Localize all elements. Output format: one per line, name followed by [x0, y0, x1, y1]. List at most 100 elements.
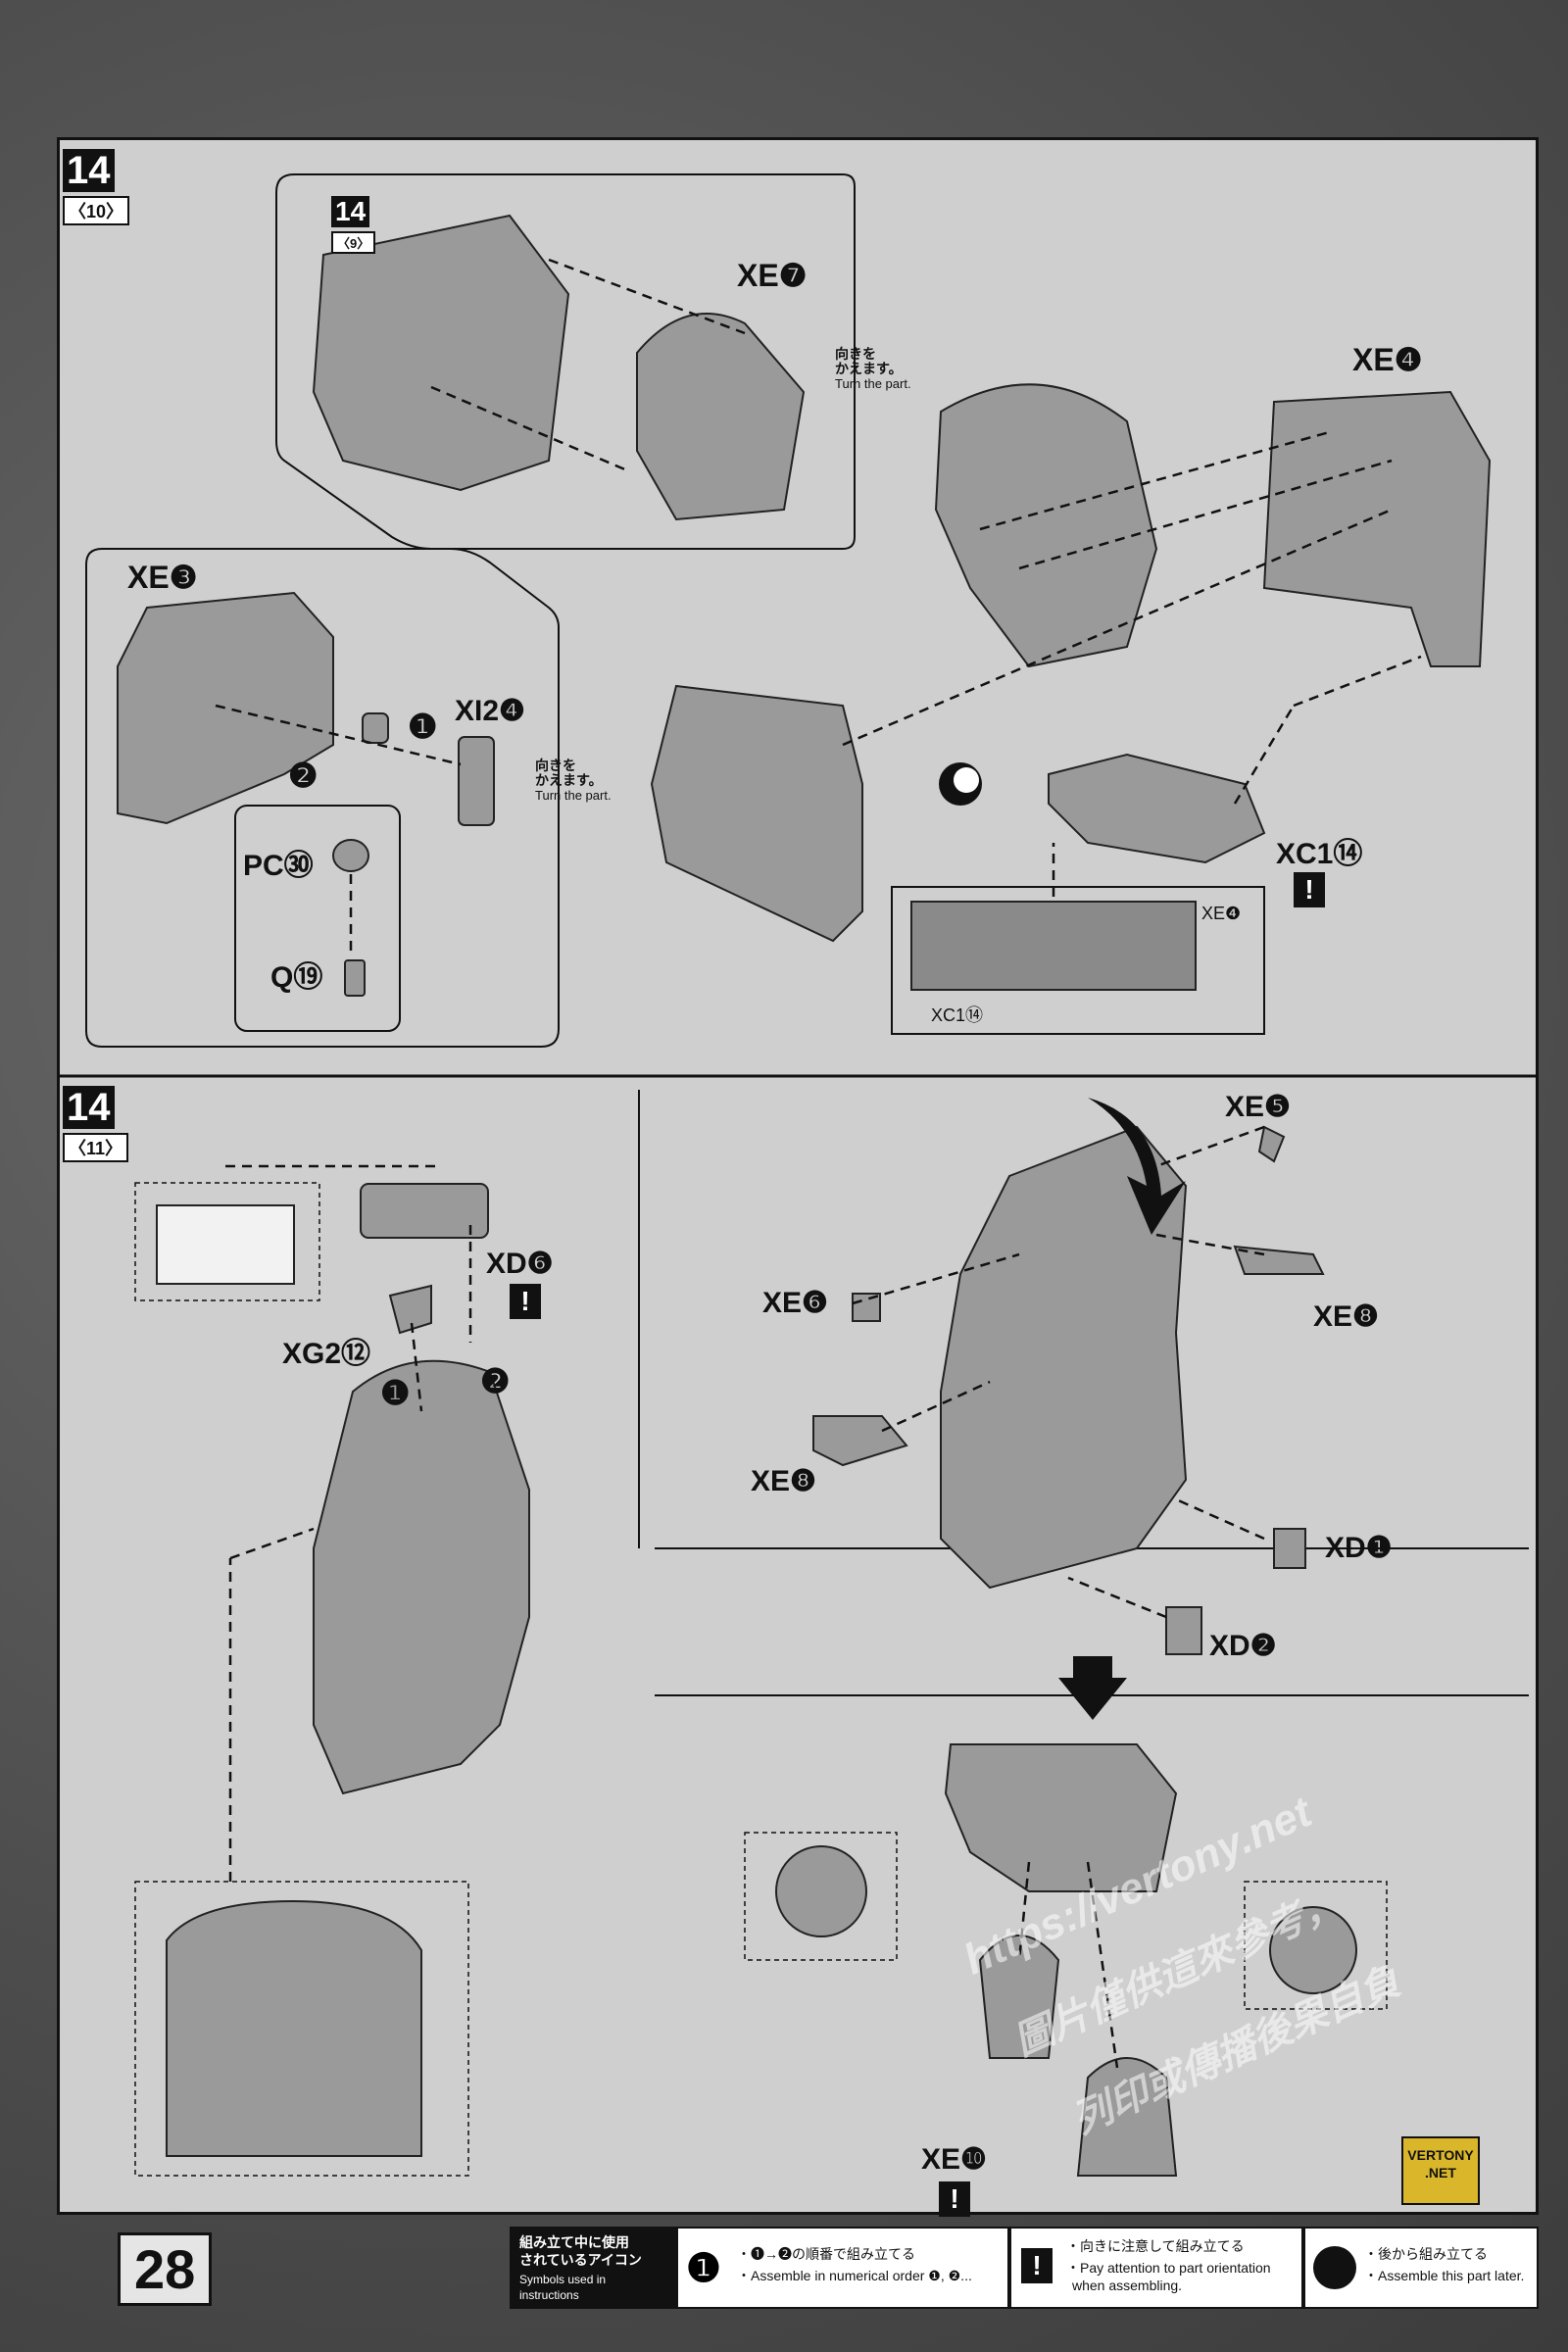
legend-order-jp: ・❶→❷の順番で組み立てる — [737, 2246, 915, 2262]
xd6-part-shape — [360, 1183, 489, 1239]
badge-line-2: .NET — [1425, 2165, 1456, 2180]
part-label-xe4-small: XE❹ — [1201, 904, 1242, 923]
xe5-part-shape — [1257, 1125, 1286, 1163]
rotate-arrow — [1088, 1098, 1186, 1235]
turn-part-jp-2b: かえます。 — [535, 772, 603, 788]
legend-later-icon — [1313, 2246, 1356, 2289]
legend-later-en: ・Assemble this part later. — [1364, 2268, 1525, 2283]
xe8-right-part-shape — [1233, 1245, 1325, 1275]
xi2-joint-shape — [362, 712, 389, 744]
part-label-xe3: XE❸ — [127, 560, 198, 595]
turn-part-en-b: Turn the part. — [535, 788, 612, 803]
legend-attention-jp: ・向きに注意して組み立てる — [1066, 2238, 1245, 2254]
pc30-part-shape — [332, 839, 369, 872]
turn-part-note-1: 向きを かえます。 Turn the part. — [835, 346, 911, 392]
xc1-part-shape — [1048, 753, 1266, 864]
order-mark-2-bottom: ❷ — [480, 1363, 511, 1400]
legend-attention-en-2: when assembling. — [1072, 2278, 1183, 2293]
part-label-q19: Q⑲ — [270, 961, 323, 994]
order-mark-1-top: ❶ — [408, 709, 438, 746]
xd6-detail-shape — [156, 1204, 295, 1285]
thruster-detail-left — [775, 1845, 867, 1937]
q19-part-shape — [344, 959, 366, 997]
legend-attention-icon: ! — [1021, 2248, 1053, 2283]
xe7-part-shape — [636, 313, 806, 521]
page-number: 28 — [118, 2232, 213, 2306]
order-mark-2-top: ❷ — [288, 758, 318, 795]
inset-box-pc-q — [234, 805, 401, 1032]
inset-box-back-view — [134, 1881, 469, 2177]
part-label-xe5: XE❺ — [1225, 1091, 1291, 1123]
head-assembly-shape — [934, 383, 1158, 668]
xe8-left-part-shape — [812, 1415, 908, 1467]
part-label-xc1-small: XC1⑭ — [931, 1005, 984, 1025]
lower-body-shape — [944, 1743, 1178, 1892]
inset-box-thruster-right — [1244, 1881, 1388, 2010]
xc1-detail-shape — [910, 901, 1197, 991]
legend-later-jp: ・後から組み立てる — [1364, 2246, 1488, 2262]
legend-order-en: ・Assemble in numerical order ❶, ❷... — [737, 2268, 972, 2283]
part-label-xe6: XE❻ — [762, 1287, 828, 1319]
inset-box-step-9 — [275, 173, 856, 550]
frame-assembly-shape — [312, 214, 570, 492]
back-view-shape — [166, 1899, 422, 2157]
step-number-bottom: 14 — [63, 1086, 115, 1129]
legend-title-en: Symbols used in instructions — [519, 2273, 607, 2302]
inset-box-xd6-detail — [134, 1182, 320, 1301]
xe10-thruster-2-shape — [1076, 2057, 1178, 2177]
torso-assembly-shape — [313, 1359, 530, 1795]
part-label-pc30: PC㉚ — [243, 850, 314, 882]
attention-icon-xd6: ! — [510, 1284, 541, 1319]
part-label-xg2: XG2⑫ — [282, 1338, 371, 1370]
turn-part-jp-2: かえます。 — [835, 361, 903, 376]
body-assembly-shape — [940, 1125, 1188, 1590]
thruster-detail-right — [1269, 1906, 1357, 1994]
attention-icon-xc1: ! — [1294, 872, 1325, 907]
part-label-xi2: XI2❹ — [455, 695, 525, 727]
part-label-xc1: XC1⑭ — [1276, 838, 1363, 870]
inset-step-sub: 〈9〉 — [331, 231, 376, 254]
inset-box-xc1 — [891, 886, 1265, 1035]
xd2-part-shape — [1165, 1606, 1202, 1655]
turn-part-jp-1: 向きを — [835, 346, 876, 362]
part-label-xe7: XE❼ — [737, 258, 808, 293]
xi2-part-shape — [458, 736, 495, 826]
part-label-xe10: XE❿ — [921, 2143, 987, 2176]
order-mark-1-bottom: ❶ — [380, 1375, 411, 1412]
turn-part-note-2: 向きを かえます。 Turn the part. — [535, 758, 612, 804]
vertony-badge: VERTONY .NET — [1401, 2136, 1480, 2205]
badge-line-1: VERTONY — [1407, 2147, 1474, 2163]
step-number-top: 14 — [63, 149, 115, 192]
part-label-xd2: XD❷ — [1209, 1630, 1277, 1662]
xg2-part-shape — [388, 1284, 432, 1335]
inset-step-number: 14 — [331, 196, 370, 227]
legend-order: ❶ ・❶→❷の順番で組み立てる ・Assemble in numerical o… — [676, 2227, 1009, 2309]
xe6-part-shape — [852, 1293, 881, 1322]
legend-attention-en-1: ・Pay attention to part orientation — [1066, 2260, 1271, 2276]
turn-part-en: Turn the part. — [835, 376, 911, 391]
legend-order-icon: ❶ — [686, 2247, 721, 2290]
step-sub-top: 〈10〉 — [63, 196, 130, 225]
attention-icon-xe10: ! — [939, 2181, 970, 2217]
inset-box-thruster-left — [744, 1832, 898, 1961]
inset-box-xe3 — [85, 548, 560, 1048]
skirt-part-shape — [650, 684, 863, 943]
part-label-xe4: XE❹ — [1352, 342, 1423, 377]
legend-title-jp-1: 組み立て中に使用 — [519, 2234, 629, 2250]
xe3-part-shape — [117, 591, 334, 825]
part-label-xe8-left: XE❽ — [751, 1465, 816, 1497]
part-label-xe8-right: XE❽ — [1313, 1300, 1379, 1333]
xe4-part-shape — [1262, 390, 1492, 667]
legend-title-jp-2: されているアイコン — [519, 2252, 642, 2268]
xd1-part-shape — [1273, 1528, 1306, 1569]
legend-later: ・後から組み立てる ・Assemble this part later. — [1303, 2227, 1539, 2309]
down-arrow — [1058, 1656, 1127, 1720]
legend-title: 組み立て中に使用 されているアイコン Symbols used in instr… — [510, 2227, 676, 2309]
legend-attention: ! ・向きに注意して組み立てる ・Pay attention to part o… — [1009, 2227, 1303, 2309]
part-label-xd6: XD❻ — [486, 1248, 554, 1280]
step-sub-bottom: 〈11〉 — [63, 1133, 129, 1162]
part-label-xd1: XD❶ — [1325, 1532, 1393, 1564]
xe10-thruster-1-shape — [978, 1935, 1060, 2059]
turn-part-jp-1b: 向きを — [535, 758, 576, 773]
